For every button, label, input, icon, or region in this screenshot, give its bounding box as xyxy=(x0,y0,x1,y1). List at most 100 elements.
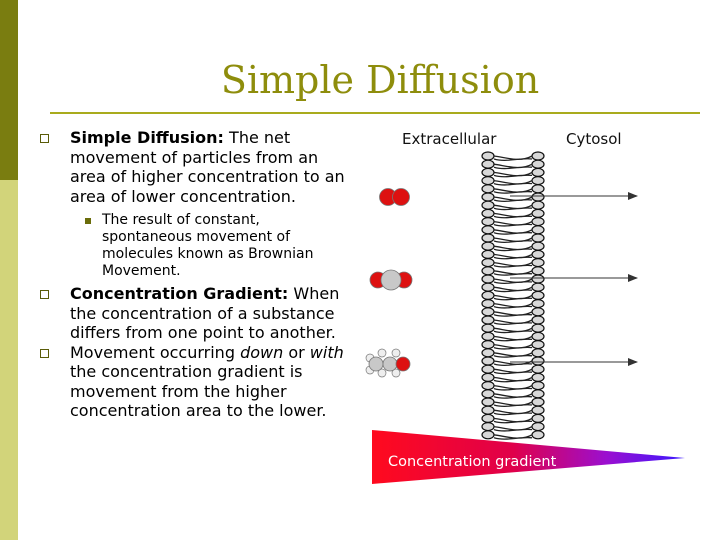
lipid-head xyxy=(531,323,545,333)
lipid-head xyxy=(531,413,545,423)
lipid-head xyxy=(531,184,545,194)
lipid-head xyxy=(531,159,545,169)
lipid-tails xyxy=(493,409,533,416)
movement-text-pre: Movement occurring xyxy=(70,342,241,362)
lipid-head xyxy=(481,299,495,309)
movement-text-post: the concentration gradient is movement f… xyxy=(70,362,327,420)
lipid-tails xyxy=(493,393,533,399)
diffusion-arrow-2 xyxy=(510,274,638,282)
lipid-tails xyxy=(493,425,533,432)
lipid-head xyxy=(481,422,495,432)
lipid-head xyxy=(481,323,495,333)
lipid-head xyxy=(481,364,495,374)
lipid-tails xyxy=(493,188,533,194)
lipid-head xyxy=(531,397,545,407)
lipid-head xyxy=(481,167,495,178)
lipid-tails xyxy=(493,171,533,178)
lipid-head xyxy=(531,200,545,210)
lipid-head xyxy=(481,241,495,251)
definition-concentration-gradient: When the concentration of a substance di… xyxy=(70,284,340,342)
lipid-tails xyxy=(493,196,533,202)
lipid-head xyxy=(531,249,545,259)
cytosol-label: Cytosol xyxy=(566,130,622,148)
lipid-tails xyxy=(493,220,533,227)
lipid-tails xyxy=(493,237,533,243)
lipid-head xyxy=(531,151,545,161)
lipid-head xyxy=(481,200,495,210)
lipid-head xyxy=(531,364,545,374)
lipid-head xyxy=(481,151,495,161)
lipid-head xyxy=(481,175,495,186)
lipid-head xyxy=(531,315,545,325)
lipid-tails xyxy=(493,376,533,383)
lipid-tails xyxy=(493,204,533,211)
lipid-head xyxy=(531,372,545,382)
lipid-head xyxy=(531,258,545,268)
lipid-tails xyxy=(493,261,533,268)
lipid-head xyxy=(481,430,495,440)
lipid-tails xyxy=(493,401,533,407)
lipid-tails xyxy=(493,229,533,235)
term-simple-diffusion: Simple Diffusion: xyxy=(70,128,224,147)
lipid-head xyxy=(481,340,495,350)
extracellular-label: Extracellular xyxy=(402,130,497,148)
lipid-head xyxy=(481,159,495,169)
lipid-tails xyxy=(493,245,533,252)
bullet-movement-down: Movement occurring down or with the conc… xyxy=(30,343,350,421)
lipid-head xyxy=(531,266,545,276)
lipid-head xyxy=(531,422,545,432)
lipid-head xyxy=(481,233,495,243)
lipid-tails xyxy=(493,311,533,317)
lipid-tails xyxy=(493,327,533,334)
movement-em-with: with xyxy=(309,342,344,362)
lipid-head xyxy=(531,389,545,399)
lipid-tails xyxy=(493,253,533,260)
lipid-head xyxy=(531,381,545,391)
lipid-head xyxy=(481,290,495,300)
ethanol-molecule-icon xyxy=(365,348,411,378)
lipid-head xyxy=(531,430,545,440)
lipid-head xyxy=(531,167,545,178)
left-accent-bar-light xyxy=(0,180,18,540)
lipid-head xyxy=(481,372,495,382)
lipid-head xyxy=(531,208,545,219)
lipid-tails xyxy=(493,212,533,219)
lipid-head xyxy=(481,192,495,202)
lipid-tails xyxy=(493,278,533,284)
lipid-tails xyxy=(493,343,533,350)
lipid-tails xyxy=(493,434,533,440)
diffusion-arrow-3 xyxy=(510,358,638,366)
lipid-tails xyxy=(493,155,533,161)
lipid-head xyxy=(531,216,545,227)
bullet-marker-icon xyxy=(40,134,49,143)
lipid-head xyxy=(531,307,545,317)
lipid-head xyxy=(481,208,495,219)
lipid-head xyxy=(481,356,495,366)
movement-text-mid: or xyxy=(283,342,310,362)
lipid-head xyxy=(481,331,495,341)
lipid-head xyxy=(531,299,545,309)
lipid-tails xyxy=(493,319,533,325)
oxygen-molecule-icon xyxy=(379,188,410,206)
lipid-tails xyxy=(493,179,533,186)
lipid-tails xyxy=(493,417,533,424)
lipid-tails xyxy=(493,163,533,170)
bullet-marker-icon xyxy=(40,348,49,358)
lipid-head xyxy=(481,184,495,194)
left-accent-bar-dark xyxy=(0,0,18,180)
lipid-head xyxy=(531,175,545,186)
lipid-head xyxy=(481,405,495,415)
lipid-head xyxy=(481,348,495,358)
lipid-head xyxy=(531,348,545,358)
lipid-head xyxy=(531,192,545,202)
lipid-tails xyxy=(493,368,533,375)
lipid-head xyxy=(481,258,495,268)
sub-bullet-text: The result of constant, spontaneous move… xyxy=(102,212,314,279)
bullet-list: Simple Diffusion: The net movement of pa… xyxy=(30,128,350,421)
lipid-head xyxy=(531,233,545,243)
lipid-head xyxy=(531,225,545,235)
lipid-tails xyxy=(493,352,533,358)
lipid-head xyxy=(481,282,495,292)
lipid-head xyxy=(531,282,545,292)
carbon-dioxide-molecule-icon xyxy=(369,269,413,291)
